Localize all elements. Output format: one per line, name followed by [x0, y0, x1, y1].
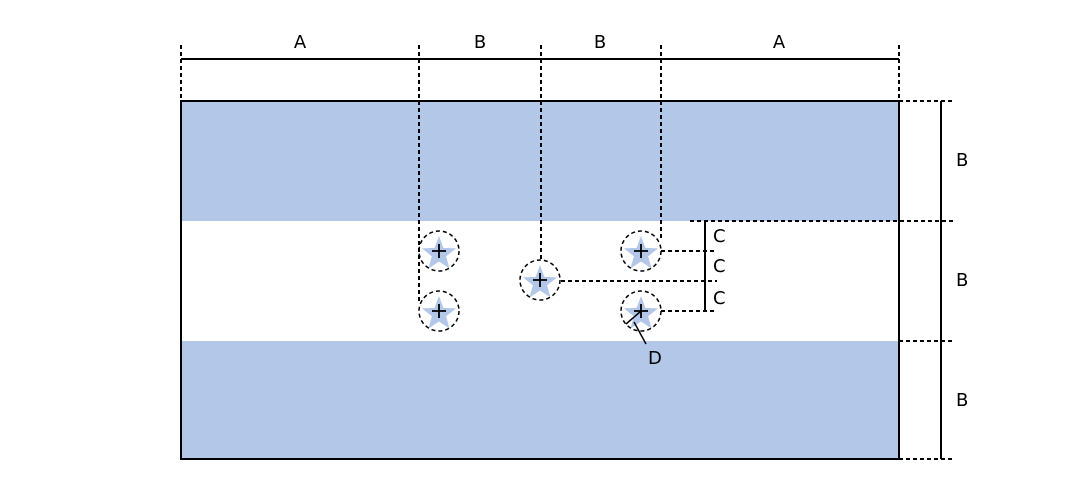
star-guide-circle [519, 259, 561, 301]
star-diameter-line [625, 310, 642, 325]
star-spacing-dimension [561, 221, 717, 312]
top-dimension [180, 45, 900, 301]
center-cross-icon [533, 273, 547, 287]
right-dimension [690, 100, 955, 460]
dim-label-d: D [648, 348, 662, 369]
star-guide-circle [620, 230, 662, 272]
star-2 [418, 290, 460, 332]
dim-label-a-right: A [773, 32, 786, 53]
dim-label-a-left: A [294, 32, 307, 53]
center-cross-icon [432, 244, 446, 258]
dim-label-b-bottom: B [956, 390, 968, 411]
star-guide-circle [418, 230, 460, 272]
dim-label-c-1: C [713, 226, 726, 247]
star-4 [620, 230, 662, 272]
dim-label-c-3: C [713, 288, 726, 309]
star-diameter-leader [633, 321, 647, 345]
center-cross-icon [432, 304, 446, 318]
bottom-stripe [181, 341, 899, 459]
dim-label-b-middle: B [956, 270, 968, 291]
star-1 [418, 230, 460, 272]
star-3 [519, 259, 561, 301]
dim-label-c-2: C [713, 256, 726, 277]
star-guide-circle [620, 290, 662, 332]
dim-label-b-top: B [956, 150, 968, 171]
dim-label-b-left: B [474, 32, 486, 53]
center-cross-icon [634, 244, 648, 258]
star-guide-circle [418, 290, 460, 332]
dim-label-b-right: B [594, 32, 606, 53]
